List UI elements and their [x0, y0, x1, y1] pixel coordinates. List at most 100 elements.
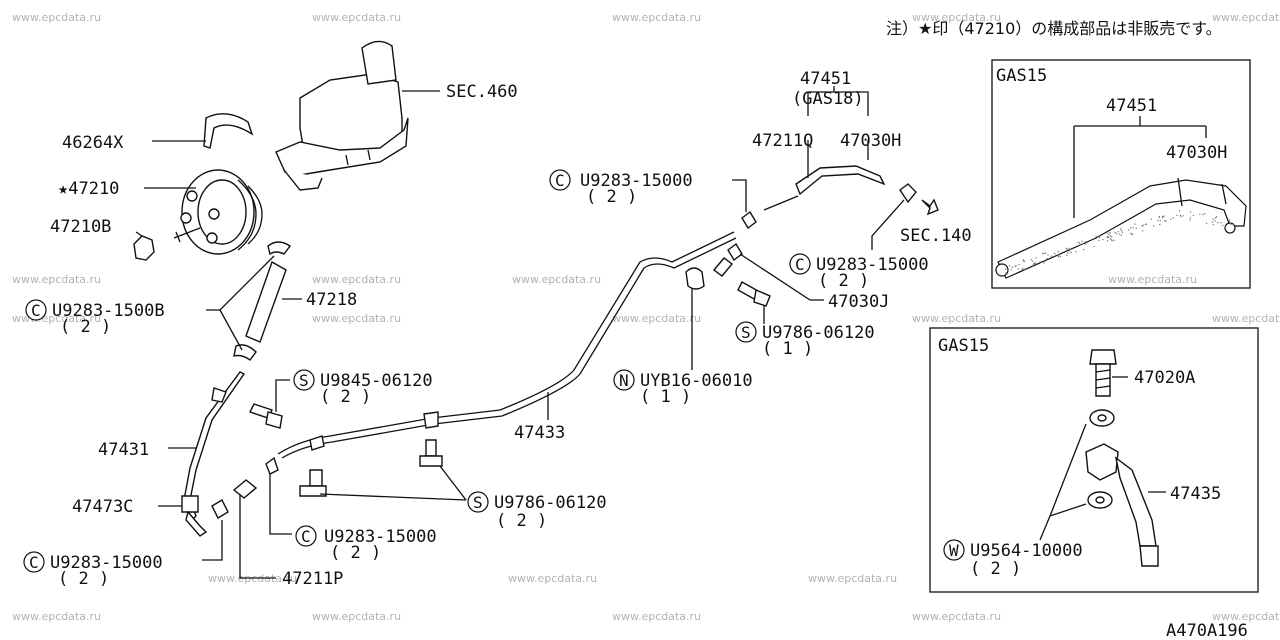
hose-47211p: [232, 479, 258, 499]
callout-s-marker: [735, 321, 757, 343]
texture-dot: [1057, 254, 1060, 256]
watermark: www.epcdata.ru: [312, 273, 401, 286]
texture-dot: [1030, 259, 1033, 261]
texture-dot: [1214, 220, 1216, 222]
connector-47473c: [181, 495, 199, 513]
texture-dot: [1121, 229, 1123, 232]
texture-dot: [1111, 240, 1113, 242]
callout-s-marker: [293, 369, 315, 391]
texture-dot: [1011, 266, 1013, 268]
inset-bottom-frame: [929, 327, 1259, 593]
leader-line: [1039, 423, 1087, 541]
header-note: 注）★印（47210）の構成部品は非販売です。: [886, 19, 1222, 38]
texture-dot: [1212, 223, 1215, 226]
texture-dot: [1135, 227, 1138, 229]
texture-dot: [1108, 233, 1110, 236]
bolt-u9786-b-head: [419, 455, 443, 467]
texture-dot: [1098, 236, 1101, 239]
watermark: www.epcdata.ru: [312, 11, 401, 24]
texture-dot: [1042, 252, 1044, 255]
texture-dot: [1222, 224, 1224, 227]
watermark: www.epcdata.ru: [512, 273, 601, 286]
texture-dot: [1068, 247, 1070, 250]
texture-dot: [1059, 256, 1062, 258]
inset-top-title: GAS15: [996, 66, 1047, 86]
watermark: www.epcdata.ru: [12, 11, 101, 24]
texture-dot: [1215, 216, 1218, 218]
texture-dot: [1230, 223, 1232, 226]
texture-dot: [1132, 227, 1134, 229]
inset-top-frame: [991, 59, 1251, 289]
label-u9283-right: U9283-15000: [816, 255, 929, 275]
texture-dot: [1161, 217, 1164, 219]
bolt-u9786-b: [425, 439, 437, 457]
bolt-thread: [1095, 369, 1111, 389]
inset-bottom-title: GAS15: [938, 336, 989, 356]
label-sec460: SEC.460: [446, 82, 518, 102]
texture-dot: [1066, 254, 1068, 256]
clip-u9283-mid: [265, 456, 279, 475]
texture-dot: [1014, 265, 1016, 268]
watermark: www.epcdata.ru: [1212, 312, 1280, 325]
label-47218: 47218: [306, 290, 357, 310]
pipe-fitting: [309, 435, 325, 451]
clip-u9283-right: [899, 183, 917, 204]
texture-dot: [1142, 230, 1144, 232]
qty-u9283-1500b: ( 2 ): [60, 317, 111, 337]
texture-dot: [1159, 220, 1161, 222]
callout-letter: C: [301, 527, 311, 546]
callout-c-marker: [25, 299, 47, 321]
callout-letter: C: [555, 171, 565, 190]
washer-hole: [1095, 496, 1105, 504]
texture-dot: [1018, 264, 1020, 266]
texture-dot: [1232, 223, 1235, 225]
watermark: www.epcdata.ru: [612, 11, 701, 24]
watermark: www.epcdata.ru: [808, 572, 897, 585]
master-cylinder-drawing: [275, 40, 409, 191]
texture-dot: [1178, 210, 1181, 212]
texture-dot: [1182, 215, 1184, 217]
label-gas18: (GAS18): [792, 89, 864, 109]
connector-pipe: [185, 510, 208, 537]
texture-dot: [1119, 228, 1122, 230]
label-47030j: 47030J: [828, 292, 889, 312]
texture-dot: [1098, 235, 1100, 238]
qty-u9283-top: ( 2 ): [586, 187, 637, 207]
label-u9283-left: U9283-15000: [50, 553, 163, 573]
leader-line: [871, 199, 905, 250]
label-47451: 47451: [800, 69, 851, 89]
texture-dot: [1172, 217, 1174, 219]
texture-dot: [1093, 245, 1095, 248]
brake-booster-47210: [173, 169, 263, 255]
label-u9283-top: U9283-15000: [580, 171, 693, 191]
callout-letter: W: [949, 541, 959, 560]
texture-dot: [1054, 252, 1056, 255]
texture-dot: [1163, 215, 1165, 217]
texture-dot: [1170, 218, 1172, 220]
texture-dot: [1211, 221, 1214, 223]
label-u9786-low: U9786-06120: [494, 493, 607, 513]
callout-letter: S: [299, 371, 309, 390]
texture-dot: [1077, 241, 1080, 243]
texture-dot: [1220, 222, 1222, 224]
texture-dot: [1116, 233, 1118, 235]
texture-dot: [1113, 239, 1115, 242]
texture-dot: [1107, 232, 1109, 234]
texture-dot: [1144, 223, 1147, 226]
inset-top-label-47451: 47451: [1106, 96, 1157, 116]
callout-c-marker: [23, 551, 45, 573]
watermark: www.epcdata.ru: [312, 610, 401, 623]
watermark: www.epcdata.ru: [508, 572, 597, 585]
texture-dot: [1047, 254, 1049, 256]
texture-dot: [1157, 219, 1159, 221]
qty-u9283-mid: ( 2 ): [330, 543, 381, 563]
texture-dot: [1067, 252, 1069, 254]
texture-dot: [1075, 251, 1077, 253]
label-u9283-mid: U9283-15000: [324, 527, 437, 547]
texture-dot: [1121, 231, 1124, 233]
texture-dot: [1010, 269, 1012, 271]
qty-u9283-left: ( 2 ): [58, 569, 109, 589]
label-sec140: SEC.140: [900, 226, 972, 246]
